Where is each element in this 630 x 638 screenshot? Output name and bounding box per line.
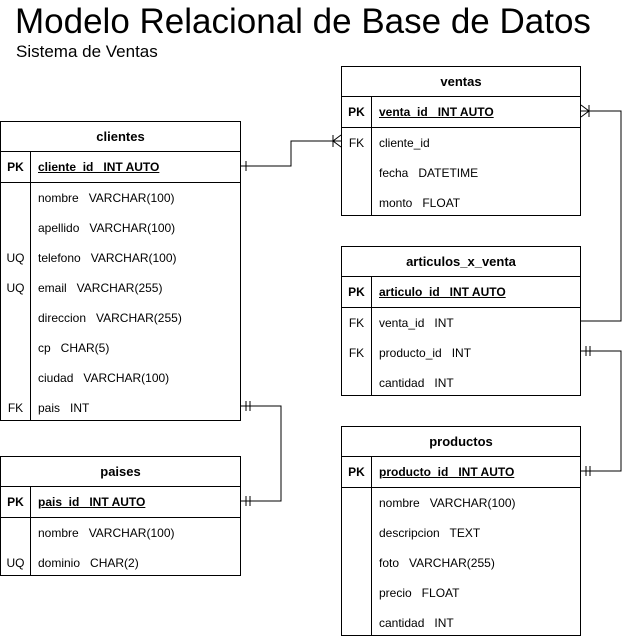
field-row: cp CHAR(5) bbox=[1, 333, 240, 363]
field-label: email VARCHAR(255) bbox=[38, 281, 163, 295]
mark-paises-pk bbox=[245, 496, 251, 506]
field-row: UQ telefono VARCHAR(100) bbox=[1, 243, 240, 273]
field-row: foto VARCHAR(255) bbox=[342, 548, 580, 578]
link-ventas-articulos bbox=[581, 110, 622, 322]
field-label: monto FLOAT bbox=[379, 196, 461, 210]
pk-field: venta_id INT AUTO bbox=[379, 105, 494, 119]
field-row: descripcion TEXT bbox=[342, 518, 580, 548]
field-row: UQ dominio CHAR(2) bbox=[1, 548, 240, 578]
entity-header-paises: paises bbox=[1, 457, 240, 487]
diagram-title: Modelo Relacional de Base de Datos bbox=[15, 2, 591, 41]
field-row: cantidad INT bbox=[342, 368, 580, 398]
pk-row: PK producto_id INT AUTO bbox=[342, 457, 580, 488]
entity-paises[interactable]: paises PK pais_id INT AUTO nombre VARCHA… bbox=[0, 456, 241, 576]
field-label: telefono VARCHAR(100) bbox=[38, 251, 177, 265]
pk-field: cliente_id INT AUTO bbox=[38, 160, 160, 174]
field-label: nombre VARCHAR(100) bbox=[379, 496, 516, 510]
field-label: cliente_id bbox=[379, 136, 430, 150]
entity-header-productos: productos bbox=[342, 427, 580, 457]
mark-clientes-pais bbox=[245, 401, 251, 411]
field-label: direccion VARCHAR(255) bbox=[38, 311, 182, 325]
field-row: fecha DATETIME bbox=[342, 158, 580, 188]
link-clientes-paises bbox=[241, 405, 282, 502]
key-column-divider bbox=[371, 96, 372, 215]
link-articulos-productos bbox=[581, 350, 622, 472]
field-row: nombre VARCHAR(100) bbox=[1, 518, 240, 548]
pk-label: PK bbox=[7, 160, 24, 174]
pk-row: PK pais_id INT AUTO bbox=[1, 487, 240, 518]
pk-field: pais_id INT AUTO bbox=[38, 495, 146, 509]
pk-row: PK articulo_id INT AUTO bbox=[342, 277, 580, 308]
field-row: FK pais INT bbox=[1, 393, 240, 423]
field-row: monto FLOAT bbox=[342, 188, 580, 218]
key-label: UQ bbox=[6, 281, 25, 295]
entity-productos[interactable]: productos PK producto_id INT AUTO nombre… bbox=[341, 426, 581, 636]
key-label: FK bbox=[348, 316, 365, 330]
entity-header-articulos-x-venta: articulos_x_venta bbox=[342, 247, 580, 277]
field-row: FK cliente_id bbox=[342, 128, 580, 158]
field-label: cantidad INT bbox=[379, 376, 454, 390]
field-label: producto_id INT bbox=[379, 346, 472, 360]
field-label: apellido VARCHAR(100) bbox=[38, 221, 176, 235]
field-label: descripcion TEXT bbox=[379, 526, 481, 540]
field-row: ciudad VARCHAR(100) bbox=[1, 363, 240, 393]
field-row: direccion VARCHAR(255) bbox=[1, 303, 240, 333]
field-row: nombre VARCHAR(100) bbox=[1, 183, 240, 213]
crowsfoot-ventas-cliente bbox=[332, 134, 342, 148]
entity-clientes[interactable]: clientes PK cliente_id INT AUTO nombre V… bbox=[0, 121, 241, 421]
mark-articulos-producto bbox=[585, 346, 591, 356]
pk-label: PK bbox=[348, 465, 365, 479]
field-label: foto VARCHAR(255) bbox=[379, 556, 495, 570]
field-row: nombre VARCHAR(100) bbox=[342, 488, 580, 518]
key-column-divider bbox=[371, 276, 372, 395]
entity-articulos-x-venta[interactable]: articulos_x_venta PK articulo_id INT AUT… bbox=[341, 246, 581, 396]
key-column-divider bbox=[30, 486, 31, 575]
field-row: FK venta_id INT bbox=[342, 308, 580, 338]
entity-ventas[interactable]: ventas PK venta_id INT AUTO FK cliente_id… bbox=[341, 66, 581, 216]
key-column-divider bbox=[371, 456, 372, 635]
field-row: UQ email VARCHAR(255) bbox=[1, 273, 240, 303]
field-label: ciudad VARCHAR(100) bbox=[38, 371, 170, 385]
field-label: precio FLOAT bbox=[379, 586, 460, 600]
field-label: venta_id INT bbox=[379, 316, 454, 330]
link-clientes-ventas bbox=[241, 140, 341, 167]
field-row: apellido VARCHAR(100) bbox=[1, 213, 240, 243]
field-label: dominio CHAR(2) bbox=[38, 556, 139, 570]
pk-row: PK cliente_id INT AUTO bbox=[1, 152, 240, 183]
crowsfoot-ventas-pk bbox=[580, 104, 590, 118]
entity-header-clientes: clientes bbox=[1, 122, 240, 152]
key-column-divider bbox=[30, 151, 31, 420]
key-label: UQ bbox=[6, 556, 25, 570]
key-label: FK bbox=[7, 401, 24, 415]
field-row: cantidad INT bbox=[342, 608, 580, 638]
field-label: cantidad INT bbox=[379, 616, 454, 630]
field-row: FK producto_id INT bbox=[342, 338, 580, 368]
key-label: FK bbox=[348, 346, 365, 360]
field-row: precio FLOAT bbox=[342, 578, 580, 608]
mark-productos-pk bbox=[585, 466, 591, 476]
pk-label: PK bbox=[348, 105, 365, 119]
entity-header-ventas: ventas bbox=[342, 67, 580, 97]
pk-field: producto_id INT AUTO bbox=[379, 465, 515, 479]
pk-row: PK venta_id INT AUTO bbox=[342, 97, 580, 128]
field-label: cp CHAR(5) bbox=[38, 341, 110, 355]
field-label: nombre VARCHAR(100) bbox=[38, 191, 175, 205]
pk-field: articulo_id INT AUTO bbox=[379, 285, 506, 299]
field-label: fecha DATETIME bbox=[379, 166, 479, 180]
key-label: FK bbox=[348, 136, 365, 150]
diagram-subtitle: Sistema de Ventas bbox=[16, 42, 158, 61]
field-label: nombre VARCHAR(100) bbox=[38, 526, 175, 540]
pk-label: PK bbox=[7, 495, 24, 509]
field-label: pais INT bbox=[38, 401, 90, 415]
pk-label: PK bbox=[348, 285, 365, 299]
key-label: UQ bbox=[6, 251, 25, 265]
